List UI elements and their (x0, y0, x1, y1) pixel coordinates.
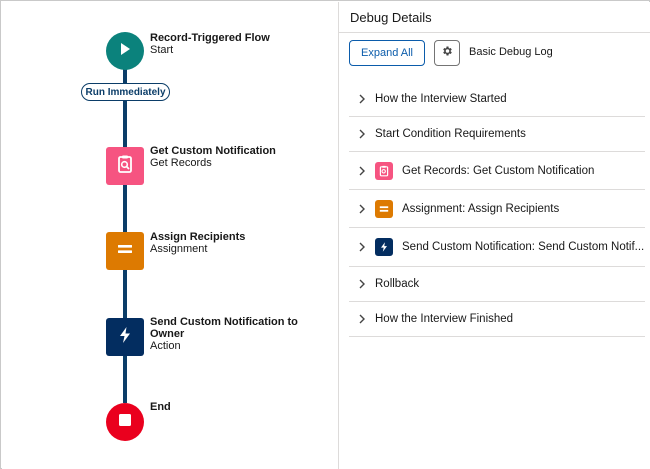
lightning-bolt-icon (375, 238, 393, 256)
panel-header: Debug Details (339, 2, 650, 33)
flow-canvas: Record-Triggered Flow Start Run Immediat… (2, 2, 338, 469)
node-subtitle: Action (150, 340, 181, 352)
node-title: Get Custom Notification (150, 145, 276, 157)
stop-icon (117, 412, 133, 433)
assignment-node-label: Assign Recipients Assignment (150, 231, 245, 255)
section-label: How the Interview Finished (375, 313, 514, 325)
section-assignment[interactable]: Assignment: Assign Recipients (349, 190, 645, 228)
chevron-right-icon (349, 314, 375, 324)
section-label: Start Condition Requirements (375, 128, 526, 140)
node-title: Send Custom Notification to Owner (150, 316, 298, 340)
chevron-right-icon (349, 204, 375, 214)
debug-options-button[interactable] (434, 40, 460, 66)
chevron-right-icon (349, 166, 375, 176)
node-title: Assign Recipients (150, 231, 246, 243)
section-label: Rollback (375, 278, 420, 290)
section-rollback[interactable]: Rollback (349, 267, 645, 302)
node-subtitle: Start (150, 44, 174, 56)
get-records-node[interactable] (106, 147, 144, 185)
expand-all-button[interactable]: Expand All (349, 40, 425, 66)
assignment-node[interactable] (106, 232, 144, 270)
node-subtitle: Get Records (150, 157, 212, 169)
lightning-bolt-icon (115, 325, 135, 350)
connector-start-pill (123, 68, 127, 84)
connector-assign-action (123, 270, 127, 318)
get-records-node-label: Get Custom Notification Get Records (150, 145, 276, 169)
connector-action-end (123, 355, 127, 403)
end-node[interactable] (106, 403, 144, 441)
clipboard-search-icon (375, 161, 393, 180)
node-subtitle: Assignment (150, 243, 208, 255)
assignment-equals-icon (375, 199, 393, 218)
end-node-label: End (150, 401, 171, 413)
debug-details-panel: Debug Details Expand All Basic Debug Log… (338, 2, 650, 469)
section-send-notification[interactable]: Send Custom Notification: Send Custom No… (349, 228, 645, 267)
action-node-label: Send Custom Notification to Owner Action (150, 316, 300, 352)
chevron-right-icon (349, 279, 375, 289)
section-label: How the Interview Started (375, 92, 507, 105)
node-title: End (150, 401, 171, 413)
section-interview-started[interactable]: How the Interview Started (349, 81, 645, 117)
chevron-right-icon (349, 242, 375, 252)
chevron-right-icon (349, 129, 375, 139)
action-node[interactable] (106, 318, 144, 356)
connector-pill-get-records (123, 101, 127, 147)
play-icon (117, 41, 133, 62)
chevron-right-icon (349, 94, 375, 104)
assignment-equals-icon (115, 239, 135, 264)
debug-log-mode-label: Basic Debug Log (469, 46, 553, 58)
section-label: Send Custom Notification: Send Custom No… (402, 241, 645, 253)
clipboard-search-icon (115, 154, 135, 179)
section-label: Get Records: Get Custom Notification (402, 164, 595, 177)
connector-get-records-assign (123, 184, 127, 232)
panel-title: Debug Details (350, 10, 432, 25)
section-label: Assignment: Assign Recipients (402, 202, 560, 215)
run-immediately-pill[interactable]: Run Immediately (81, 83, 170, 101)
node-title: Record-Triggered Flow (150, 32, 270, 44)
section-interview-finished[interactable]: How the Interview Finished (349, 302, 645, 337)
gear-icon (441, 44, 453, 62)
section-start-conditions[interactable]: Start Condition Requirements (349, 117, 645, 152)
start-node[interactable] (106, 32, 144, 70)
section-get-records[interactable]: Get Records: Get Custom Notification (349, 152, 645, 190)
start-node-label: Record-Triggered Flow Start (150, 32, 270, 56)
